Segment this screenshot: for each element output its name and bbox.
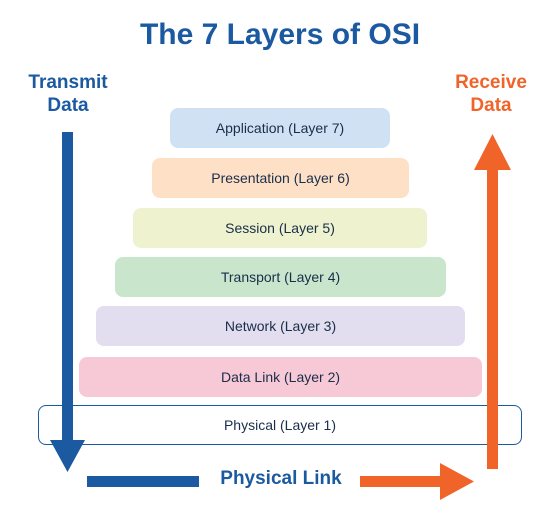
receive-label-line1: Receive [455,72,527,93]
transmit-arrow-head [50,440,85,472]
transmit-label-line2: Data [47,95,89,116]
transmit-arrow-shaft [62,132,73,442]
receive-label-line2: Data [470,95,512,116]
network-layer: Network (Layer 3) [96,306,465,346]
physical-link-label: Physical Link [220,468,342,489]
application-layer: Application (Layer 7) [170,108,390,148]
session-layer: Session (Layer 5) [133,208,427,248]
data-link-layer: Data Link (Layer 2) [79,357,482,397]
presentation-layer: Presentation (Layer 6) [152,158,409,198]
transport-layer: Transport (Layer 4) [115,257,446,297]
physical-layer: Physical (Layer 1) [38,405,522,445]
receive-arrow-shaft [487,168,498,469]
diagram-title: The 7 Layers of OSI [139,18,421,51]
transmit-label-line1: Transmit [28,72,108,93]
transmit-data-label: Transmit Data [18,71,118,117]
receive-data-label: Receive Data [446,71,536,117]
receive-arrow-head [474,134,511,170]
physical-link-orange-bar [360,476,442,487]
physical-link-arrow-head [440,463,474,500]
physical-link-blue-bar [87,476,199,487]
